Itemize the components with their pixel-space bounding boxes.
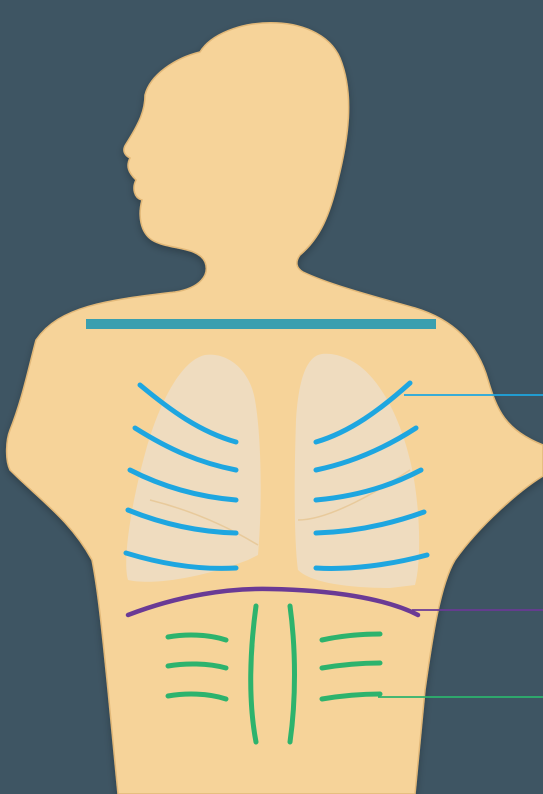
clavicle-bar <box>86 319 436 329</box>
body-silhouette <box>7 23 543 794</box>
